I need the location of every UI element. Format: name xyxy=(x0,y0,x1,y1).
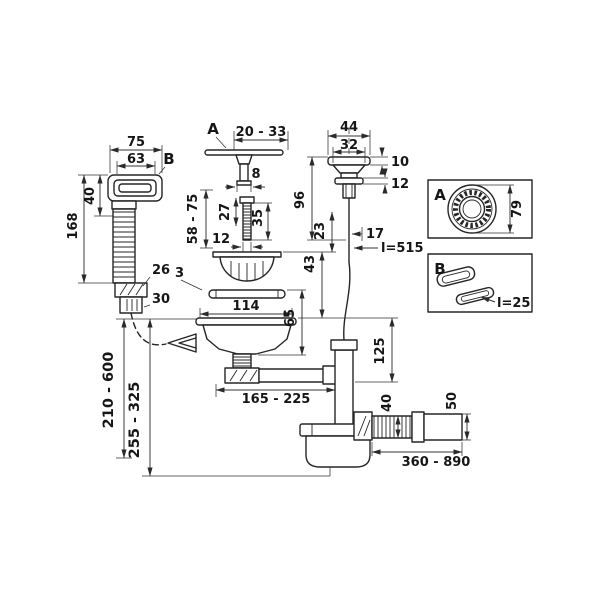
pop-up-knob xyxy=(327,128,371,263)
dim-basket-range: 58 - 75 xyxy=(186,194,201,245)
strainer-basket xyxy=(212,251,282,282)
callout-b: B xyxy=(163,150,174,168)
basket-dimensions xyxy=(283,156,346,319)
dim-knob-stack-height: 96 xyxy=(293,191,308,209)
dim-screw-length: 35 xyxy=(251,209,266,227)
knurled-ring xyxy=(453,190,491,228)
dim-basket-rim: 27 xyxy=(218,203,233,221)
dim-cover-stack-height: 168 xyxy=(66,212,81,239)
dim-riser-height: 125 xyxy=(373,337,388,364)
overflow-cover xyxy=(107,174,163,202)
outlet-pipe xyxy=(353,411,463,443)
overflow-cover-dimensions xyxy=(78,145,166,284)
panel-b-label: B xyxy=(434,260,445,278)
dim-knob-width: 44 xyxy=(340,120,358,135)
dim-body-height: 65 xyxy=(283,309,298,327)
dim-knob-cap-height: 10 xyxy=(391,155,409,170)
dim-inlet-reach: 165 - 225 xyxy=(242,392,311,407)
drain-body xyxy=(167,261,358,429)
dim-outlet-reach: 360 - 890 xyxy=(402,455,471,470)
dim-outlet-dia: 40 xyxy=(380,394,395,412)
hose-connection-dashed-line xyxy=(130,312,167,346)
callout-a: A xyxy=(207,120,219,138)
dim-seal-thickness: 3 xyxy=(175,266,184,281)
dim-cover-width: 75 xyxy=(127,135,145,150)
dim-nut-lower: 30 xyxy=(152,292,170,307)
dim-knob-mid-width: 32 xyxy=(340,138,358,153)
dim-nut-upper: 26 xyxy=(152,263,170,278)
dim-panel-a-dia: 79 xyxy=(510,200,525,218)
rod-tee-fitting xyxy=(330,339,358,351)
drain-cap-dimensions xyxy=(215,131,289,192)
dim-cap-stem-dia: 8 xyxy=(251,167,260,182)
dim-rod-offset: 17 xyxy=(366,227,384,242)
dim-body-gap: 43 xyxy=(303,255,318,273)
dim-outlet-end-dia: 50 xyxy=(445,392,460,410)
gasket-dimensions xyxy=(199,289,306,356)
panel-a-label: A xyxy=(434,186,446,204)
overall-dimensions-left xyxy=(116,318,331,477)
pop-up-cable xyxy=(343,261,351,341)
gasket xyxy=(180,279,286,299)
dim-rod-length: l=515 xyxy=(381,241,424,256)
detail-panel-a xyxy=(427,179,533,239)
vertical-riser-pipe xyxy=(334,349,354,429)
dim-basket-drop: 23 xyxy=(313,222,328,240)
dim-flange-dia: 114 xyxy=(232,299,259,314)
overflow-gasket-detail xyxy=(455,286,495,306)
dim-screw-dia: 12 xyxy=(212,232,230,247)
knob-dimensions xyxy=(327,130,388,251)
fixing-screw xyxy=(239,196,255,241)
dim-trap-drop: 255 - 325 xyxy=(127,382,143,459)
dim-cap-range: 20 - 33 xyxy=(236,125,287,140)
dim-hose-reach: 210 - 600 xyxy=(101,352,117,429)
overflow-inlet-barb xyxy=(167,333,197,353)
overflow-hose xyxy=(111,200,167,346)
dim-cover-height: 40 xyxy=(83,187,98,205)
dim-knob-collar-height: 12 xyxy=(391,177,409,192)
waste-pipe-dimensions xyxy=(215,317,398,397)
detail-panel-b xyxy=(427,253,533,313)
outlet-dimensions xyxy=(371,413,471,456)
screw-dimensions xyxy=(200,189,272,252)
drain-cap-exploded xyxy=(204,149,284,186)
dim-cover-inner-width: 63 xyxy=(127,152,145,167)
dim-panel-b-length: l=25 xyxy=(497,296,530,311)
overflow-cover-detail xyxy=(436,266,476,287)
